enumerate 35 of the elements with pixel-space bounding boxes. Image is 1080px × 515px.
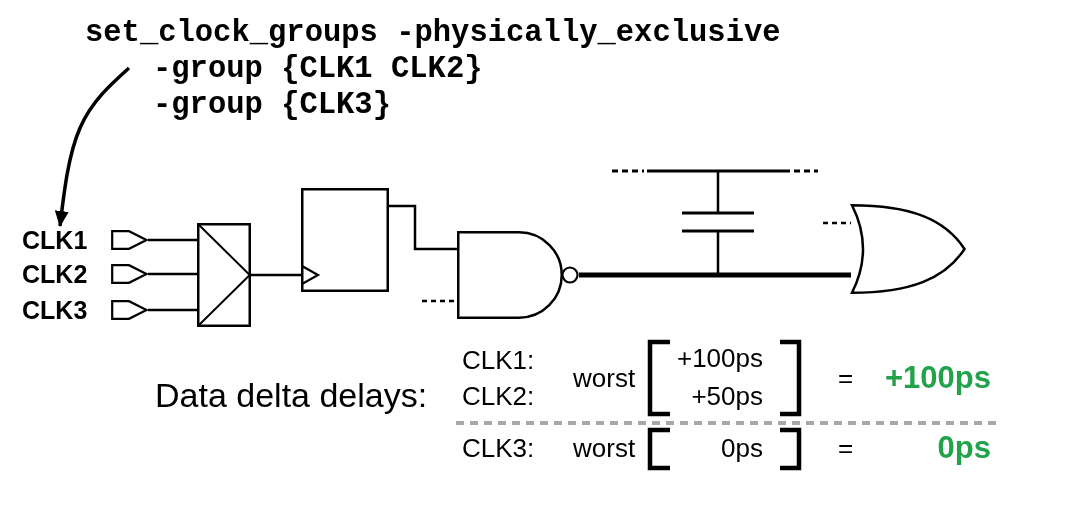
wire xyxy=(148,238,197,242)
equals-sign: = xyxy=(838,363,854,393)
delay-value: 0ps xyxy=(721,433,763,463)
caption-text: Data delta delays: xyxy=(155,375,428,415)
input-port xyxy=(22,261,148,287)
input-port xyxy=(22,297,148,323)
port-label: CLK3 xyxy=(22,297,88,323)
dashed-wire-stub xyxy=(422,299,457,303)
delay-value: +100ps xyxy=(676,343,763,373)
wire xyxy=(389,204,457,251)
dashed-wire-stub xyxy=(823,221,851,225)
curved-arrow xyxy=(54,66,131,227)
function-label: worst xyxy=(573,363,636,393)
result-value: 0ps xyxy=(937,430,991,466)
flip-flop-symbol xyxy=(301,188,389,292)
wire xyxy=(148,308,197,312)
command-text: set_clock_groups -physically_exclusive -group {CLK1 CLK2} -group {CLK3} xyxy=(85,15,781,123)
port-label: CLK1 xyxy=(22,227,88,253)
clock-label: CLK1: xyxy=(462,345,535,375)
wire xyxy=(148,272,197,276)
clock-wire xyxy=(251,264,320,286)
nand-gate xyxy=(457,231,579,319)
thick-wire xyxy=(579,272,851,278)
clock-label: CLK2: xyxy=(462,381,535,411)
result-value: +100ps xyxy=(885,360,991,396)
wire xyxy=(579,234,720,277)
capacitor-symbol xyxy=(682,210,754,234)
delay-value: +50ps xyxy=(691,381,763,411)
clock-label: CLK3: xyxy=(462,433,535,463)
function-label: worst xyxy=(573,433,636,463)
port-label: CLK2 xyxy=(22,261,88,287)
mux-symbol xyxy=(197,223,251,327)
input-port xyxy=(22,227,148,253)
or-gate xyxy=(850,204,966,294)
equals-sign: = xyxy=(838,433,854,463)
